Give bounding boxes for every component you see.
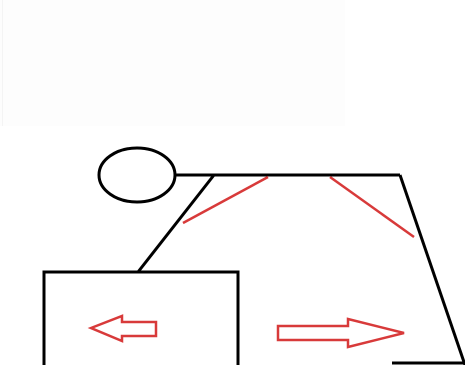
head-circle — [99, 148, 175, 202]
left-arrow — [91, 316, 156, 341]
right-brace — [330, 177, 414, 237]
box-outline — [44, 272, 238, 365]
right-slanted-leg — [400, 175, 465, 365]
right-arrow — [278, 319, 404, 347]
left-slanted-leg — [138, 175, 214, 272]
